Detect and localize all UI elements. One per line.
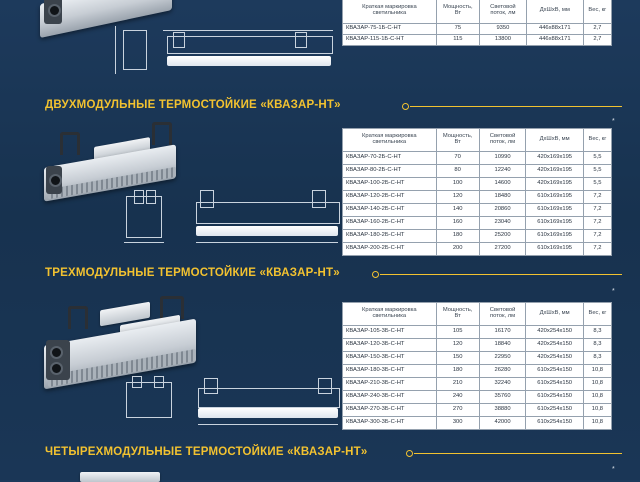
triple-module-spec-table: Краткая маркировка светильника Мощность,… [342, 302, 613, 430]
col-header-name: Краткая маркировка светильника [342, 128, 437, 152]
col-header-weight: Вес, кг [582, 302, 613, 326]
table-row: КВАЗАР-75-1Б-С-НТ 75 9350 446х88х171 2,7 [342, 23, 613, 35]
title-rule [410, 106, 622, 107]
single-module-spec-table: Краткая маркировка светильника Мощность,… [342, 0, 613, 46]
triple-module-drawing [120, 374, 342, 434]
title-rule [414, 453, 622, 454]
double-module-lamp-image [42, 122, 182, 202]
double-module-drawing [120, 186, 342, 256]
col-header-dims: ДхШхВ, мм [525, 0, 584, 24]
title-rule-dot [372, 271, 379, 278]
col-header-flux: Световой поток, лм [478, 302, 527, 326]
table-row: КВАЗАР-115-1Б-С-НТ 115 13800 446х88х171 … [342, 34, 613, 46]
title-rule-dot [402, 103, 409, 110]
col-header-flux: Световой поток, лм [478, 128, 527, 152]
double-module-spec-table: Краткая маркировка светильника Мощность,… [342, 128, 613, 256]
col-header-weight: Вес, кг [582, 0, 613, 24]
col-header-power: Мощность, Вт [435, 128, 480, 152]
col-header-dims: ДхШхВ, мм [525, 302, 584, 326]
triple-module-lamp-image [42, 290, 202, 390]
col-header-name: Краткая маркировка светильника [342, 302, 437, 326]
section-title-quad: ЧЕТЫРЕХМОДУЛЬНЫЕ ТЕРМОСТОЙКИЕ «КВАЗАР-НТ… [45, 446, 368, 458]
quad-module-lamp-image [60, 470, 180, 482]
star-icon: * [612, 466, 615, 473]
col-header-power: Мощность, Вт [435, 0, 480, 24]
title-rule-dot [406, 450, 413, 457]
col-header-dims: ДхШхВ, мм [525, 128, 584, 152]
title-rule [380, 274, 622, 275]
star-icon: * [612, 288, 615, 295]
col-header-name: Краткая маркировка светильника [342, 0, 437, 24]
section-title-triple: ТРЕХМОДУЛЬНЫЕ ТЕРМОСТОЙКИЕ «КВАЗАР-НТ» [45, 267, 340, 279]
section-title-double: ДВУХМОДУЛЬНЫЕ ТЕРМОСТОЙКИЕ «КВАЗАР-НТ» [45, 99, 341, 111]
col-header-power: Мощность, Вт [435, 302, 480, 326]
col-header-flux: Световой поток, лм [478, 0, 527, 24]
single-module-drawing [115, 22, 335, 82]
single-module-lamp-image [40, 0, 180, 40]
star-icon: * [612, 118, 615, 125]
col-header-weight: Вес, кг [582, 128, 613, 152]
